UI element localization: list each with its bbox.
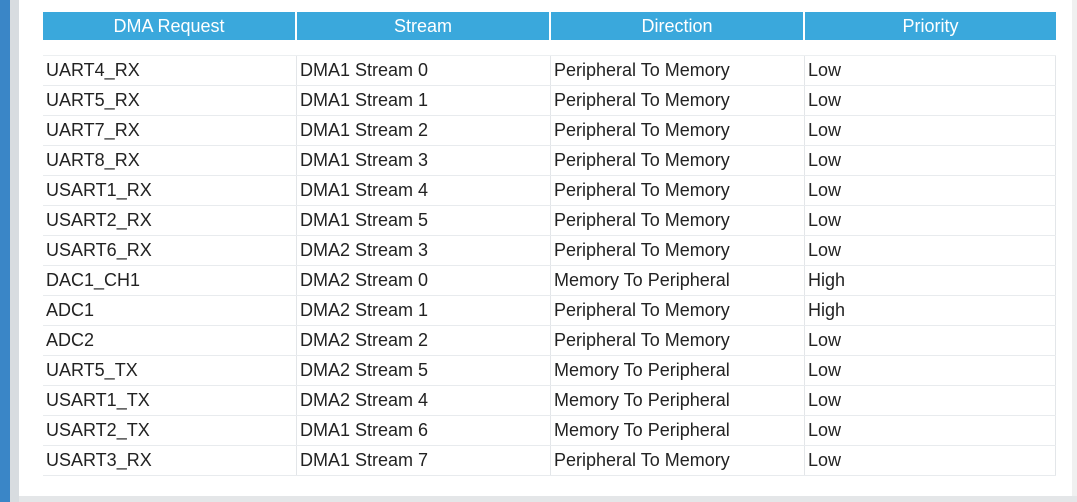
- direction-cell[interactable]: Peripheral To Memory: [551, 116, 805, 145]
- direction-cell[interactable]: Peripheral To Memory: [551, 176, 805, 205]
- column-header-dma-request[interactable]: DMA Request: [43, 12, 295, 40]
- priority-cell[interactable]: Low: [805, 416, 1056, 445]
- window-right-border: [1072, 0, 1077, 502]
- direction-cell[interactable]: Memory To Peripheral: [551, 386, 805, 415]
- stream-cell[interactable]: DMA1 Stream 2: [297, 116, 551, 145]
- dma-request-cell[interactable]: USART2_RX: [43, 206, 297, 235]
- column-header-priority[interactable]: Priority: [805, 12, 1056, 40]
- stream-cell[interactable]: DMA2 Stream 0: [297, 266, 551, 295]
- stream-cell[interactable]: DMA2 Stream 2: [297, 326, 551, 355]
- dma-request-cell[interactable]: DAC1_CH1: [43, 266, 297, 295]
- dma-settings-panel: DMA Request Stream Direction Priority UA…: [19, 0, 1072, 496]
- direction-cell[interactable]: Memory To Peripheral: [551, 356, 805, 385]
- stream-cell[interactable]: DMA2 Stream 4: [297, 386, 551, 415]
- priority-cell[interactable]: Low: [805, 86, 1056, 115]
- column-header-direction[interactable]: Direction: [551, 12, 803, 40]
- direction-cell[interactable]: Peripheral To Memory: [551, 296, 805, 325]
- direction-cell[interactable]: Peripheral To Memory: [551, 56, 805, 85]
- direction-cell[interactable]: Memory To Peripheral: [551, 266, 805, 295]
- direction-cell[interactable]: Peripheral To Memory: [551, 236, 805, 265]
- stream-cell[interactable]: DMA1 Stream 3: [297, 146, 551, 175]
- priority-cell[interactable]: Low: [805, 236, 1056, 265]
- dma-request-cell[interactable]: USART6_RX: [43, 236, 297, 265]
- stream-cell[interactable]: DMA1 Stream 4: [297, 176, 551, 205]
- dma-request-cell[interactable]: UART4_RX: [43, 56, 297, 85]
- priority-cell[interactable]: Low: [805, 386, 1056, 415]
- stream-cell[interactable]: DMA1 Stream 7: [297, 446, 551, 475]
- dma-request-cell[interactable]: USART1_RX: [43, 176, 297, 205]
- priority-cell[interactable]: Low: [805, 326, 1056, 355]
- direction-cell[interactable]: Peripheral To Memory: [551, 326, 805, 355]
- dma-request-table: DMA Request Stream Direction Priority UA…: [43, 12, 1056, 476]
- stream-cell[interactable]: DMA1 Stream 0: [297, 56, 551, 85]
- dma-request-cell[interactable]: UART7_RX: [43, 116, 297, 145]
- window-left-border: [10, 0, 19, 502]
- dma-request-cell[interactable]: USART2_TX: [43, 416, 297, 445]
- table-header-row: DMA Request Stream Direction Priority: [43, 12, 1056, 40]
- window-bottom-border: [19, 496, 1077, 502]
- priority-cell[interactable]: Low: [805, 56, 1056, 85]
- dma-request-cell[interactable]: USART1_TX: [43, 386, 297, 415]
- priority-cell[interactable]: Low: [805, 146, 1056, 175]
- dma-request-cell[interactable]: USART3_RX: [43, 446, 297, 475]
- dma-request-cell[interactable]: ADC2: [43, 326, 297, 355]
- priority-cell[interactable]: High: [805, 296, 1056, 325]
- stream-cell[interactable]: DMA2 Stream 3: [297, 236, 551, 265]
- stream-cell[interactable]: DMA1 Stream 1: [297, 86, 551, 115]
- stream-cell[interactable]: DMA2 Stream 1: [297, 296, 551, 325]
- dma-request-cell[interactable]: UART5_TX: [43, 356, 297, 385]
- stream-cell[interactable]: DMA1 Stream 5: [297, 206, 551, 235]
- stream-cell[interactable]: DMA1 Stream 6: [297, 416, 551, 445]
- priority-cell[interactable]: Low: [805, 176, 1056, 205]
- priority-cell[interactable]: Low: [805, 446, 1056, 475]
- direction-cell[interactable]: Memory To Peripheral: [551, 416, 805, 445]
- priority-cell[interactable]: Low: [805, 206, 1056, 235]
- priority-cell[interactable]: High: [805, 266, 1056, 295]
- direction-cell[interactable]: Peripheral To Memory: [551, 446, 805, 475]
- direction-cell[interactable]: Peripheral To Memory: [551, 206, 805, 235]
- dma-request-cell[interactable]: UART5_RX: [43, 86, 297, 115]
- dma-request-cell[interactable]: ADC1: [43, 296, 297, 325]
- priority-cell[interactable]: Low: [805, 356, 1056, 385]
- window-accent-bar: [0, 0, 10, 502]
- column-header-stream[interactable]: Stream: [297, 12, 549, 40]
- direction-cell[interactable]: Peripheral To Memory: [551, 146, 805, 175]
- dma-request-cell[interactable]: UART8_RX: [43, 146, 297, 175]
- direction-cell[interactable]: Peripheral To Memory: [551, 86, 805, 115]
- priority-cell[interactable]: Low: [805, 116, 1056, 145]
- stream-cell[interactable]: DMA2 Stream 5: [297, 356, 551, 385]
